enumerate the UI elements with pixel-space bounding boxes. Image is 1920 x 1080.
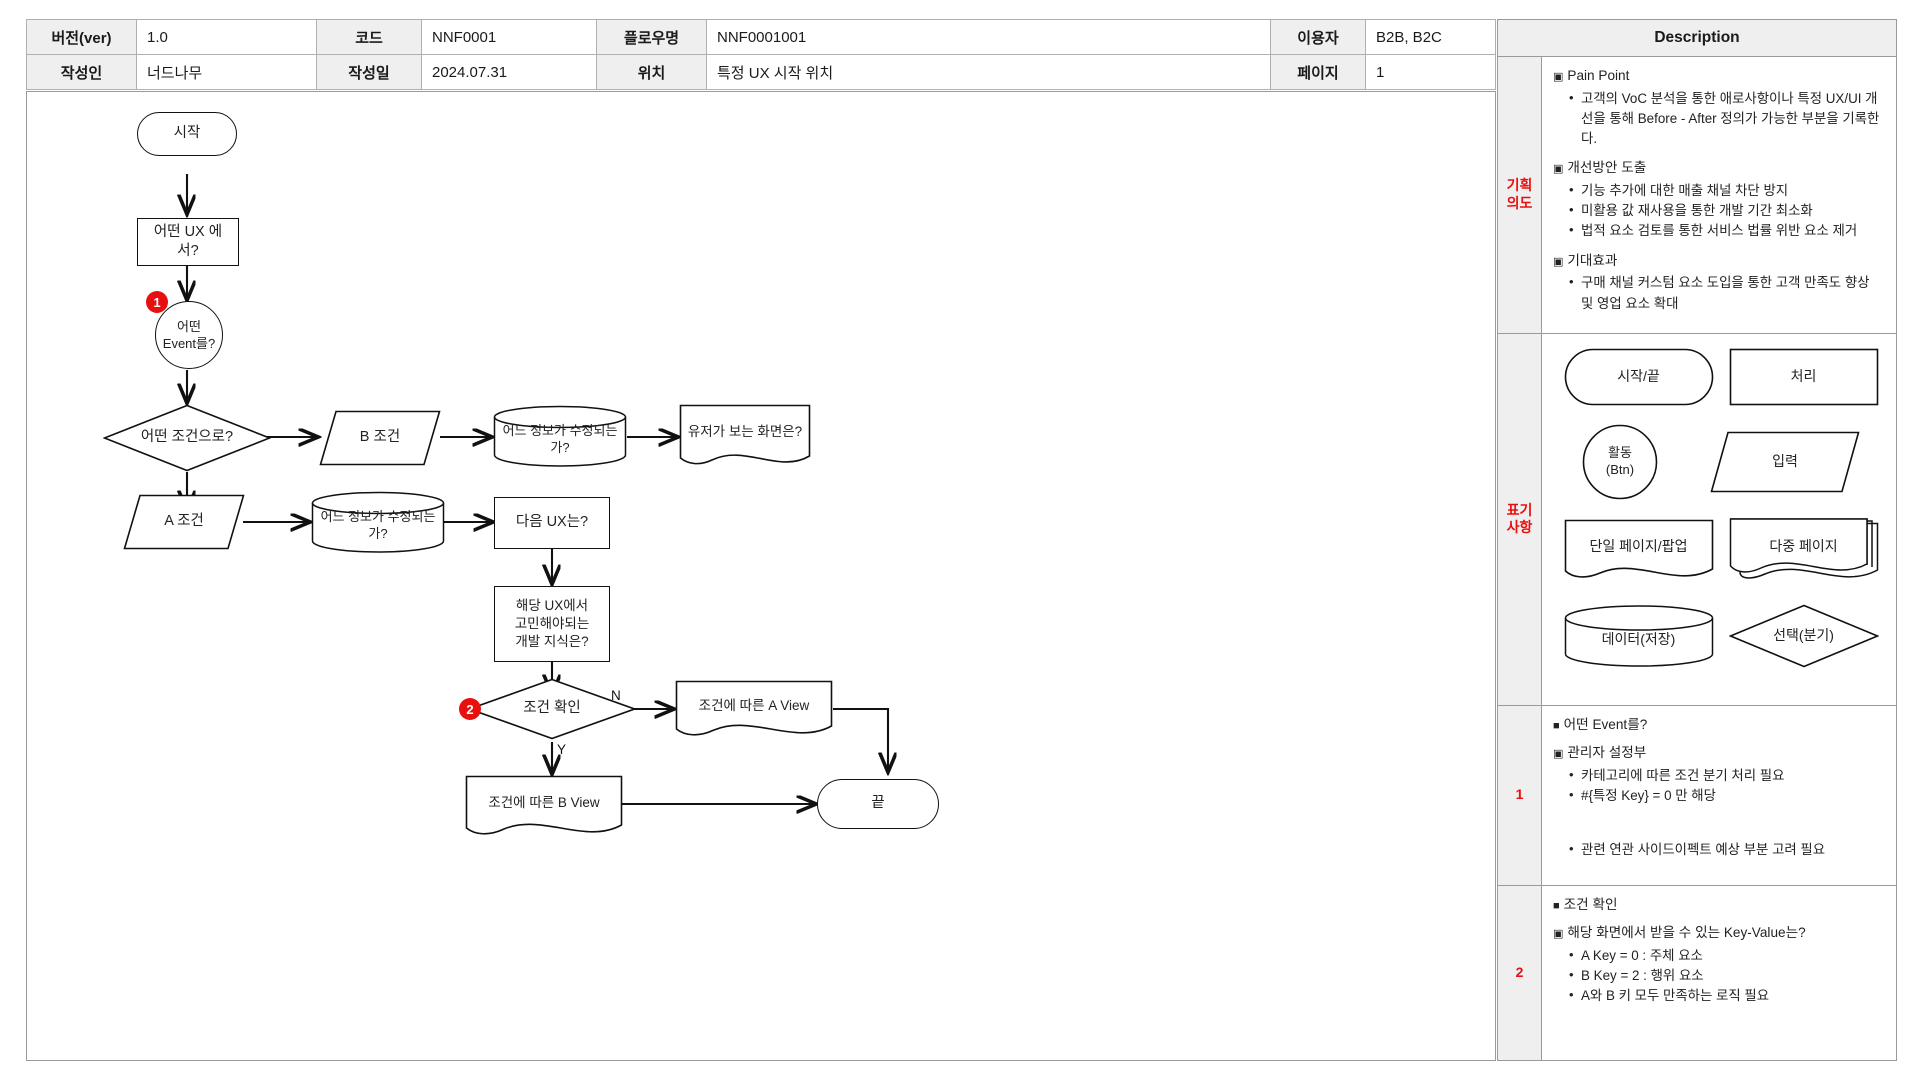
meta-value-author: 너드나무 [136,54,317,90]
description-row-note-2: 2 ■조건 확인 ▣해당 화면에서 받을 수 있는 Key-Value는? A … [1498,885,1896,1060]
node-which-event[interactable]: 어떤 Event를? [155,301,223,369]
legend-multi-page: 다중 페이지 [1729,517,1879,586]
list-item: 법적 요소 검토를 통한 서비스 법률 위반 요소 제거 [1569,220,1885,241]
row-body-note-1: ■어떤 Event를? ▣관리자 설정부 카테고리에 따른 조건 분기 처리 필… [1542,706,1896,885]
filled-square-marker-icon: ■ [1553,899,1560,912]
meta-label-page: 페이지 [1270,54,1366,90]
row-key-legend: 표기 사항 [1498,333,1542,705]
node-info-modified-2[interactable]: 어느 정보가 수정되는가? [311,491,445,553]
legend-decision: 선택(분기) [1728,604,1879,668]
list-item: 기능 추가에 대한 매출 채널 차단 방지 [1569,180,1885,201]
legend-single-page: 단일 페이지/팝업 [1564,519,1714,585]
description-row-note-1: 1 ■어떤 Event를? ▣관리자 설정부 카테고리에 따른 조건 분기 처리… [1498,705,1896,886]
node-end[interactable]: 끝 [817,779,939,829]
bullets-pain-point: 고객의 VoC 분석을 통한 애로사항이나 특정 UX/UI 개선을 통해 Be… [1553,88,1885,149]
heading-which-event: ■어떤 Event를? [1553,716,1648,732]
node-condition-a[interactable]: A 조건 [123,494,245,550]
meta-value-date: 2024.07.31 [421,54,597,90]
meta-row-2: 작성인 너드나무 작성일 2024.07.31 위치 특정 UX 시작 위치 페… [26,54,1496,90]
node-dev-knowledge[interactable]: 해당 UX에서 고민해야되는 개발 지식은? [494,586,610,662]
legend-terminator: 시작/끝 [1564,348,1714,406]
badge-marker-1[interactable]: 1 [146,291,168,313]
meta-label-author: 작성인 [26,54,137,90]
bullets-improvement: 기능 추가에 대한 매출 채널 차단 방지 미활용 값 재사용을 통한 개발 기… [1553,180,1885,241]
square-marker-icon: ▣ [1553,747,1564,760]
node-which-ux[interactable]: 어떤 UX 에서? [137,218,239,266]
meta-value-flowname: NNF0001001 [706,19,1271,55]
legend-row-2: 활동 (Btn) 입력 [1556,424,1886,500]
meta-row-1: 버전(ver) 1.0 코드 NNF0001 플로우명 NNF0001001 이… [26,19,1496,55]
edge-label-n: N [611,688,621,703]
list-item: #{특정 Key} = 0 만 해당 [1569,785,1885,806]
bullets-note-1b: 관련 연관 사이드이펙트 예상 부분 고려 필요 [1553,839,1885,860]
row-key-note-1: 1 [1498,705,1542,885]
node-which-condition[interactable]: 어떤 조건으로? [103,404,271,472]
description-row-legend: 표기 사항 시작/끝 처리 활동 (Btn) [1498,333,1896,706]
heading-expected-effect: ▣기대효과 [1553,252,1618,268]
list-item: A Key = 0 : 주체 요소 [1569,945,1885,966]
list-item: 구매 채널 커스텀 요소 도입을 통한 고객 만족도 향상 및 영업 요소 확대 [1569,272,1885,313]
legend-row-3: 단일 페이지/팝업 다중 페이지 [1556,517,1886,586]
meta-label-code: 코드 [316,19,422,55]
node-start[interactable]: 시작 [137,112,237,156]
heading-improvement: ▣개선방안 도출 [1553,160,1647,176]
legend-row-1: 시작/끝 처리 [1556,348,1886,406]
legend-row-4: 데이터(저장) 선택(분기) [1556,604,1886,668]
bullets-note-1a: 카테고리에 따른 조건 분기 처리 필요 #{특정 Key} = 0 만 해당 [1553,765,1885,806]
bullets-note-2: A Key = 0 : 주체 요소 B Key = 2 : 행위 요소 A와 B… [1553,945,1885,1006]
flowchart-canvas: 시작 어떤 UX 에서? 어떤 Event를? 1 어떤 조건으로? B 조건 [26,91,1496,1061]
row-key-intent: 기획 의도 [1498,57,1542,333]
heading-admin-settings: ▣관리자 설정부 [1553,744,1647,760]
list-item: 카테고리에 따른 조건 분기 처리 필요 [1569,765,1885,786]
legend-grid: 시작/끝 처리 활동 (Btn) 입력 [1542,334,1896,705]
meta-value-page: 1 [1365,54,1496,90]
heading-key-value: ▣해당 화면에서 받을 수 있는 Key-Value는? [1553,924,1806,940]
flow-connectors [27,174,1496,1061]
node-condition-b[interactable]: B 조건 [319,410,441,466]
meta-label-version: 버전(ver) [26,19,137,55]
filled-square-marker-icon: ■ [1553,719,1560,732]
meta-value-location: 특정 UX 시작 위치 [706,54,1271,90]
heading-check-condition: ■조건 확인 [1553,896,1618,912]
list-item: B Key = 2 : 행위 요소 [1569,965,1885,986]
list-item: A와 B 키 모두 만족하는 로직 필요 [1569,985,1885,1006]
node-b-view[interactable]: 조건에 따른 B View [465,775,623,841]
square-marker-icon: ▣ [1553,927,1564,940]
square-marker-icon: ▣ [1553,163,1564,176]
meta-value-version: 1.0 [136,19,317,55]
list-item: 관련 연관 사이드이펙트 예상 부분 고려 필요 [1569,839,1885,860]
square-marker-icon: ▣ [1553,255,1564,268]
document-meta-table: 버전(ver) 1.0 코드 NNF0001 플로우명 NNF0001001 이… [26,19,1496,90]
list-item: 미활용 값 재사용을 통한 개발 기간 최소화 [1569,200,1885,221]
legend-input: 입력 [1710,431,1860,493]
node-check-condition[interactable]: 조건 확인 [468,678,636,740]
meta-value-user: B2B, B2C [1365,19,1496,55]
row-body-note-2: ■조건 확인 ▣해당 화면에서 받을 수 있는 Key-Value는? A Ke… [1542,886,1896,1060]
node-info-modified-1[interactable]: 어느 정보가 수정되는가? [493,405,627,467]
list-item: 고객의 VoC 분석을 통한 애로사항이나 특정 UX/UI 개선을 통해 Be… [1569,88,1885,149]
description-row-intent: 기획 의도 ▣Pain Point 고객의 VoC 분석을 통한 애로사항이나 … [1498,57,1896,334]
meta-value-code: NNF0001 [421,19,597,55]
heading-pain-point: ▣Pain Point [1553,68,1630,83]
description-panel: Description 기획 의도 ▣Pain Point 고객의 VoC 분석… [1497,19,1897,1061]
legend-activity: 활동 (Btn) [1582,424,1658,500]
spacer [1553,815,1885,837]
description-title: Description [1498,20,1896,57]
square-marker-icon: ▣ [1553,71,1564,83]
edge-aview-to-end [833,707,888,772]
meta-label-location: 위치 [596,54,707,90]
legend-process: 처리 [1729,348,1879,406]
edge-label-y: Y [557,742,567,757]
legend-data-store: 데이터(저장) [1564,604,1714,668]
node-a-view[interactable]: 조건에 따른 A View [675,680,833,740]
node-next-ux[interactable]: 다음 UX는? [494,497,610,549]
badge-marker-2[interactable]: 2 [459,698,481,720]
meta-label-date: 작성일 [316,54,422,90]
bullets-expected-effect: 구매 채널 커스텀 요소 도입을 통한 고객 만족도 향상 및 영업 요소 확대 [1553,272,1885,313]
row-key-note-2: 2 [1498,885,1542,1060]
node-user-screen[interactable]: 유저가 보는 화면은? [679,404,811,468]
meta-label-flowname: 플로우명 [596,19,707,55]
meta-label-user: 이용자 [1270,19,1366,55]
row-body-intent: ▣Pain Point 고객의 VoC 분석을 통한 애로사항이나 특정 UX/… [1542,57,1896,333]
